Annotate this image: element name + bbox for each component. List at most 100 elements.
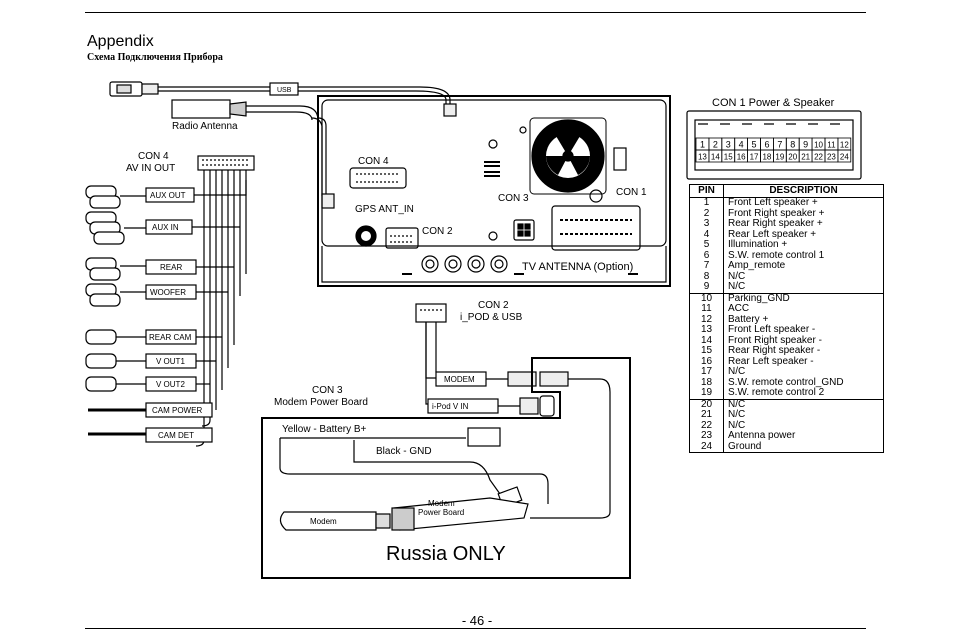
woofer-label: WOOFER	[150, 288, 186, 297]
pin-description: Front Left speaker +	[723, 197, 884, 209]
pin-number: 20	[689, 398, 724, 410]
pin-description: Illumination +	[723, 239, 884, 251]
cam-power-label: CAM POWER	[152, 406, 202, 415]
pin-number-label: 15	[724, 153, 733, 162]
pin-number-label: 23	[827, 153, 836, 162]
aux-in-label: AUX IN	[152, 223, 179, 232]
pin-number-label: 9	[803, 140, 808, 150]
page-title: Appendix	[87, 33, 154, 50]
pin-description: N/C	[723, 398, 884, 410]
pin-description: N/C	[723, 420, 884, 431]
pin-table-header-row: PIN DESCRIPTION	[689, 184, 884, 198]
con2-unit-label: CON 2	[422, 226, 453, 237]
cam-power-wire: CAM POWER	[88, 402, 213, 418]
pin-number: 14	[689, 335, 724, 346]
v-out1-label: V OUT1	[156, 357, 185, 366]
pin-description: Battery +	[723, 314, 884, 325]
pin-number: 16	[689, 356, 724, 367]
russia-only-box: CON 3 Modem Power Board Yellow - Battery…	[261, 357, 631, 579]
pin-description: Front Left speaker -	[723, 324, 884, 336]
pin-number-label: 16	[737, 153, 746, 162]
pin-number-label: 17	[750, 153, 759, 162]
con4-av-label-1: CON 4	[138, 151, 169, 162]
pin-number-label: 6	[764, 140, 769, 150]
pin-number-label: 11	[827, 141, 836, 150]
con1-power-speaker-label: CON 1 Power & Speaker	[712, 97, 835, 109]
pin-description: Amp_remote	[723, 260, 884, 272]
pin-number: 24	[689, 441, 724, 453]
pin-description: Rear Left speaker +	[723, 229, 884, 240]
pin-description: S.W. remote control_GND	[723, 377, 884, 388]
yellow-battery-label: Yellow - Battery B+	[282, 424, 367, 435]
v-out1-plug: V OUT1	[85, 353, 216, 369]
pin-number: 7	[689, 260, 724, 272]
pin-description: Rear Right speaker -	[723, 345, 884, 357]
pin-number: 19	[689, 387, 724, 399]
pin-number-label: 19	[775, 153, 784, 162]
head-unit-panel: CON 4 GPS ANT_IN CON 2 CON 3 CON 1 TV AN…	[317, 95, 671, 287]
modem-stick-label: Modem	[310, 517, 337, 526]
pin-number: 10	[689, 292, 724, 304]
pin-number: 21	[689, 409, 724, 421]
pin-description: Parking_GND	[723, 292, 884, 304]
page-subtitle: Схема Подключения Прибора	[87, 52, 223, 63]
pin-number-label: 7	[777, 140, 782, 150]
pin-number: 11	[689, 303, 724, 315]
pin-description: ACC	[723, 303, 884, 315]
pin-number-label: 13	[698, 153, 707, 162]
pin-description: Front Right speaker -	[723, 335, 884, 346]
rear-cam-plug: REAR CAM	[85, 329, 222, 345]
pin-number: 3	[689, 218, 724, 230]
pin-number-label: 4	[739, 140, 744, 150]
description-header: DESCRIPTION	[723, 184, 884, 198]
pin-description: Antenna power	[723, 430, 884, 442]
pin-number: 5	[689, 239, 724, 251]
pin-description: S.W. remote control 1	[723, 250, 884, 261]
pin-number: 4	[689, 229, 724, 240]
con2-ipod-usb: CON 2 i_POD & USB MODEM i-Pod V IN	[415, 300, 555, 417]
pin-description: Front Right speaker +	[723, 208, 884, 219]
russia-only-label: Russia ONLY	[386, 543, 506, 565]
pin-number: 8	[689, 271, 724, 282]
pin-number: 2	[689, 208, 724, 219]
con3-modem-label-1: CON 3	[312, 385, 343, 396]
cam-det-label: CAM DET	[158, 431, 194, 440]
ipod-v-in-label: i-Pod V IN	[432, 402, 469, 411]
usb-label: USB	[277, 87, 292, 94]
pin-number-label: 3	[726, 140, 731, 150]
con3-unit-label: CON 3	[498, 193, 529, 204]
con4-unit-label: CON 4	[358, 156, 389, 167]
pin-description: N/C	[723, 409, 884, 421]
radio-antenna-cable: Radio Antenna	[171, 99, 335, 209]
radio-antenna-label: Radio Antenna	[172, 121, 238, 132]
black-gnd-label: Black - GND	[376, 446, 432, 457]
rear-cam-label: REAR CAM	[149, 333, 192, 342]
pin-number: 15	[689, 345, 724, 357]
pin-description: S.W. remote control 2	[723, 387, 884, 399]
pin-number: 9	[689, 281, 724, 293]
pin-number: 18	[689, 377, 724, 388]
rear-label: REAR	[160, 263, 182, 272]
